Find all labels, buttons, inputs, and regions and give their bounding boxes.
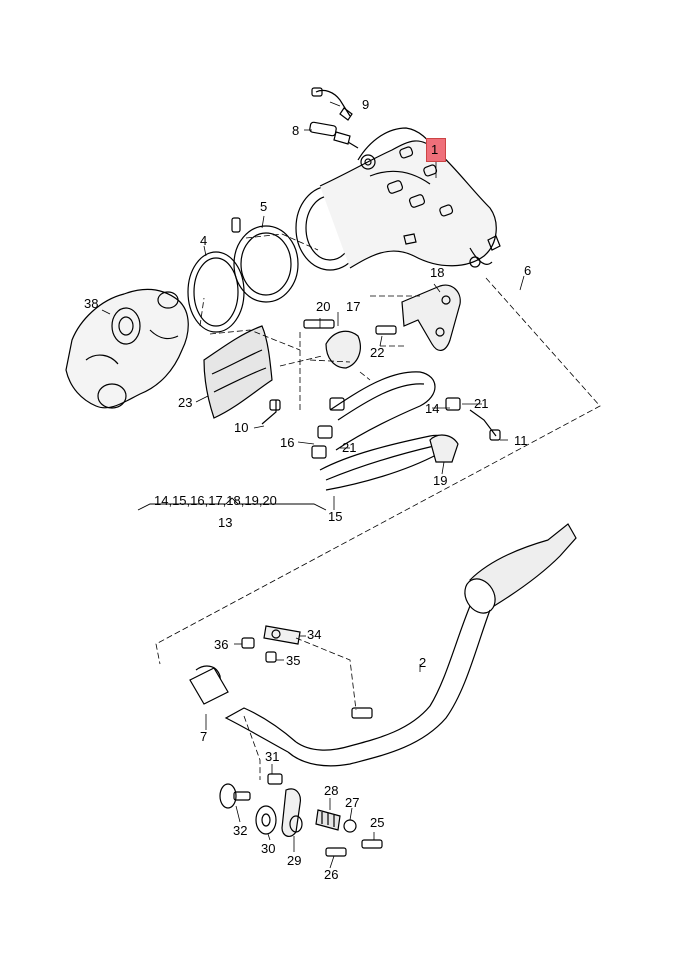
assembly-lines <box>155 233 601 780</box>
heat-shield-drawing <box>203 325 273 419</box>
label-1[interactable]: 1 <box>431 142 439 157</box>
gasket-drawing <box>187 217 299 333</box>
label-26[interactable]: 26 <box>324 867 339 882</box>
label-15[interactable]: 15 <box>328 509 343 524</box>
label-21-left[interactable]: 21 <box>342 440 357 455</box>
label-4[interactable]: 4 <box>200 233 208 248</box>
label-31[interactable]: 31 <box>265 749 280 764</box>
label-35[interactable]: 35 <box>286 653 301 668</box>
highlight-marker <box>426 138 446 162</box>
label-13[interactable]: 13 <box>218 515 233 530</box>
bracket-drawing <box>303 284 461 369</box>
label-5[interactable]: 5 <box>260 199 268 214</box>
label-25[interactable]: 25 <box>370 815 385 830</box>
label-10[interactable]: 10 <box>234 420 249 435</box>
mount-hardware-drawing <box>219 773 383 857</box>
label-8[interactable]: 8 <box>292 123 300 138</box>
label-30[interactable]: 30 <box>261 841 276 856</box>
label-29[interactable]: 29 <box>287 853 302 868</box>
label-7[interactable]: 7 <box>200 729 208 744</box>
label-28[interactable]: 28 <box>324 783 339 798</box>
label-22[interactable]: 22 <box>370 345 385 360</box>
group-bracket <box>137 497 327 511</box>
front-pipe-drawing <box>189 523 577 767</box>
pressure-pipe-drawing <box>311 371 461 491</box>
label-34[interactable]: 34 <box>307 627 322 642</box>
label-21-right[interactable]: 21 <box>474 396 489 411</box>
label-16[interactable]: 16 <box>280 435 295 450</box>
turbocharger-drawing <box>65 288 189 409</box>
label-group-13: 14,15,16,17,18,19,20 <box>154 493 277 508</box>
label-27[interactable]: 27 <box>345 795 360 810</box>
leader-lines <box>101 101 525 869</box>
label-19[interactable]: 19 <box>433 473 448 488</box>
label-11[interactable]: 11 <box>514 433 528 448</box>
label-32[interactable]: 32 <box>233 823 248 838</box>
label-9[interactable]: 9 <box>362 97 370 112</box>
label-2[interactable]: 2 <box>419 655 427 670</box>
label-20[interactable]: 20 <box>316 299 331 314</box>
label-18[interactable]: 18 <box>430 265 445 280</box>
label-14[interactable]: 14 <box>425 401 440 416</box>
label-6[interactable]: 6 <box>524 263 532 278</box>
label-38[interactable]: 38 <box>84 296 99 311</box>
catalytic-converter-drawing <box>295 127 501 271</box>
hanger-drawing <box>241 625 301 663</box>
oxygen-sensor-drawing <box>309 87 359 149</box>
label-36[interactable]: 36 <box>214 637 229 652</box>
label-23[interactable]: 23 <box>178 395 193 410</box>
label-17[interactable]: 17 <box>346 299 361 314</box>
